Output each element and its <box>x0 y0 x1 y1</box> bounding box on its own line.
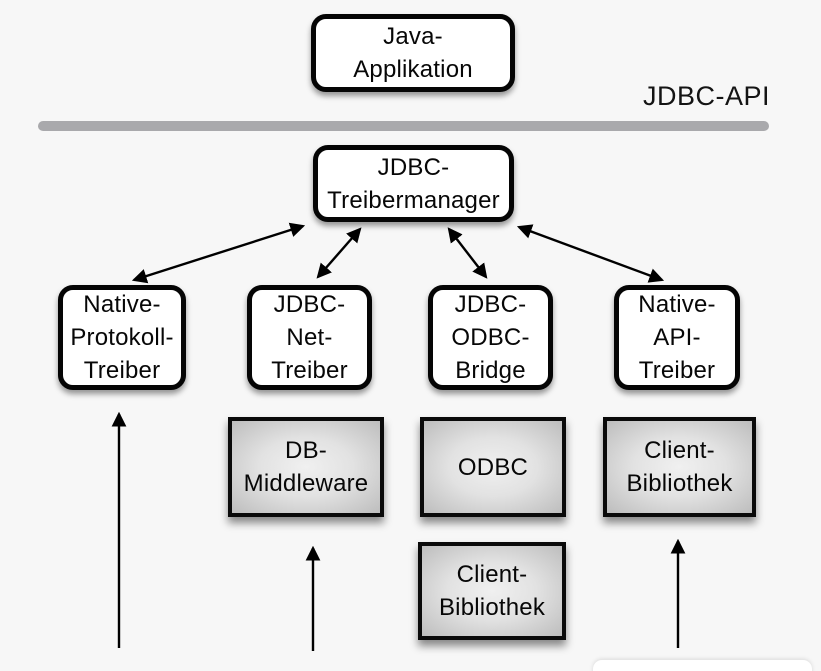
node-label: Native- Protokoll- Treiber <box>70 291 174 384</box>
node-label: Client- Bibliothek <box>626 437 733 497</box>
node-db-middleware: DB- Middleware <box>228 417 384 517</box>
node-jdbc-net-treiber: JDBC- Net- Treiber <box>247 285 372 390</box>
node-label: Client- Bibliothek <box>438 561 546 621</box>
node-label: ODBC <box>457 453 529 481</box>
node-jdbc-treibermanager: JDBC- Treibermanager <box>313 145 514 222</box>
arrow-manager-nativeapi <box>516 224 665 283</box>
node-label: DB- Middleware <box>243 437 369 497</box>
node-client-bibliothek-native: Client- Bibliothek <box>603 417 756 517</box>
node-label: JDBC- Treibermanager <box>327 153 500 214</box>
node-jdbc-odbc-bridge: JDBC- ODBC- Bridge <box>428 285 553 390</box>
node-odbc: ODBC <box>420 417 566 517</box>
arrow-manager-nativeprotokoll <box>131 222 306 284</box>
node-native-protokoll-treiber: Native- Protokoll- Treiber <box>58 285 186 390</box>
node-label: JDBC- Net- Treiber <box>271 291 348 384</box>
node-java-applikation: Java- Applikation <box>311 14 515 92</box>
jdbc-api-label: JDBC-API <box>642 81 770 111</box>
node-label: JDBC- ODBC- Bridge <box>451 291 530 384</box>
node-label: Java- Applikation <box>353 23 473 83</box>
arrow-manager-net <box>316 227 362 279</box>
jdbc-api-divider-line <box>38 121 769 131</box>
node-client-bibliothek-odbc: Client- Bibliothek <box>418 542 566 640</box>
node-native-api-treiber: Native- API- Treiber <box>614 285 740 390</box>
arrow-manager-odbcbridge <box>447 227 488 279</box>
node-label: Native- API- Treiber <box>638 291 716 384</box>
node-partial-bottom-right <box>593 660 812 671</box>
